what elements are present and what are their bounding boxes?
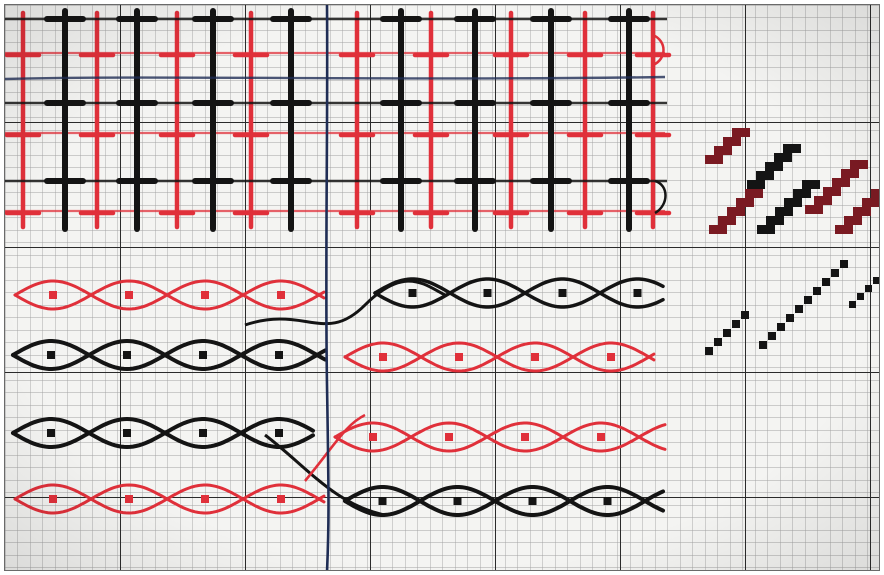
photo-border	[4, 4, 880, 571]
embroidery-pattern-photo	[5, 5, 880, 571]
photo-vignette	[5, 5, 880, 571]
